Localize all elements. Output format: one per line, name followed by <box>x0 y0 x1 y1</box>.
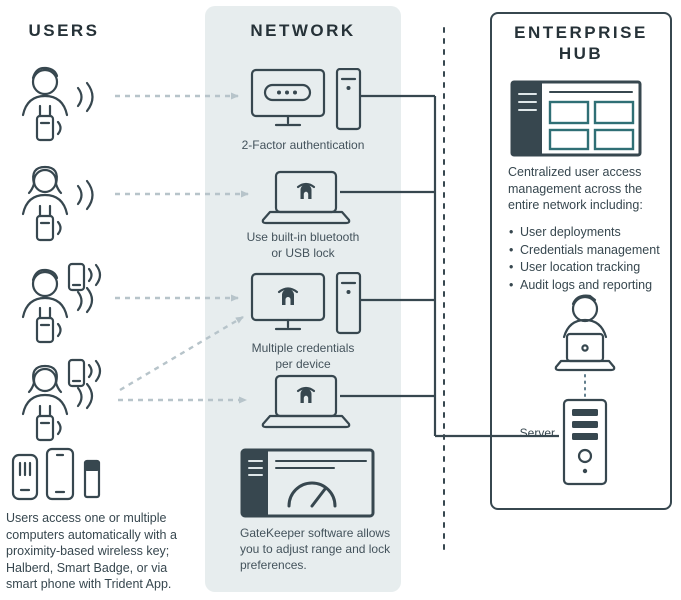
label-bluetooth-usb: Use built-in bluetooth or USB lock <box>246 230 360 260</box>
admin-at-laptop-icon <box>554 294 616 372</box>
gauge-needle-icon <box>310 487 327 508</box>
gatekeeper-helmet-logo <box>296 182 316 199</box>
hub-description: Centralized user access management acros… <box>508 165 643 212</box>
enterprise-hub-title: ENTERPRISE HUB <box>514 23 648 64</box>
network-title: NETWORK <box>250 21 356 40</box>
laptop-bluetooth-icon <box>261 170 351 225</box>
label-2fa: 2-Factor authentication <box>241 138 365 152</box>
halberd-key-icon <box>11 453 39 501</box>
desktop-multi-credentials-icon <box>250 272 362 335</box>
desktop-2fa-icon <box>250 68 362 131</box>
hub-bullet-audit: Audit logs and reporting <box>508 277 670 295</box>
gatekeeper-helmet-logo <box>277 287 299 305</box>
users-title: USERS <box>28 21 100 40</box>
label-multiple-credentials: Multiple credentials per device <box>251 341 355 371</box>
server-label: Server <box>519 426 555 440</box>
gauge-icon <box>287 481 337 508</box>
hub-bullet-deployments: User deployments <box>508 224 670 242</box>
user1-badge-icon <box>21 66 94 142</box>
users-note: Users access one or multiple computers a… <box>6 511 177 591</box>
laptop-secondary-icon <box>261 374 351 429</box>
user4-badge-phone-icon <box>21 358 102 442</box>
hub-bullet-credentials: Credentials management <box>508 242 670 260</box>
smartphone-icon <box>45 447 75 501</box>
hub-bullet-location: User location tracking <box>508 259 670 277</box>
user2-badge-icon <box>21 165 94 242</box>
user3-badge-phone-icon <box>21 262 102 344</box>
gatekeeper-dashboard-icon <box>240 448 375 518</box>
server-icon <box>562 398 608 486</box>
hub-dashboard-icon <box>510 80 642 157</box>
smart-badge-icon <box>83 459 101 499</box>
hub-bullet-list: User deployments Credentials management … <box>508 224 670 294</box>
label-gatekeeper-software: GateKeeper software allows you to adjust… <box>240 526 391 572</box>
gatekeeper-helmet-logo <box>296 386 316 403</box>
